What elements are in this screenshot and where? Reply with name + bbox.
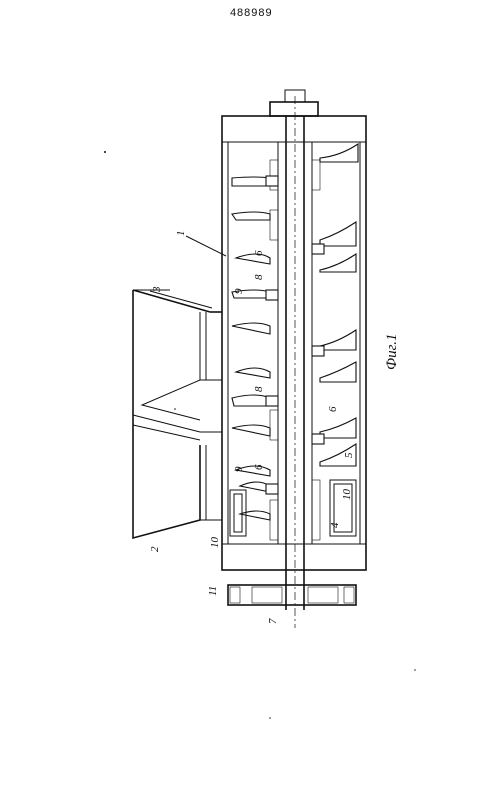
label-6c: 6	[253, 464, 265, 470]
top-shaft-stub	[269, 89, 319, 117]
housing-body	[221, 115, 367, 571]
scan-specks	[104, 151, 416, 719]
document-number: 488989	[229, 8, 273, 20]
label-1: 1	[175, 231, 187, 237]
label-6a: 6	[253, 250, 265, 256]
label-5: 5	[343, 452, 355, 458]
label-6b: 6	[327, 406, 339, 412]
label-11: 11	[207, 586, 219, 596]
end-scraper-plates	[229, 479, 357, 537]
label-9b: 9	[233, 466, 245, 472]
label-9a: 9	[233, 288, 245, 294]
main-shaft	[277, 96, 313, 628]
figure-caption: Фиг.1	[384, 334, 400, 370]
loading-hopper	[132, 289, 222, 540]
label-8a: 8	[253, 274, 265, 280]
label-3: 3	[151, 286, 163, 293]
shaft-sleeves	[269, 159, 321, 541]
paddle-blades-right	[319, 142, 359, 467]
leader-line-1	[185, 235, 227, 257]
label-10a: 10	[209, 537, 221, 549]
label-8b: 8	[253, 386, 265, 392]
label-7: 7	[267, 618, 279, 624]
label-2: 2	[149, 546, 161, 552]
label-10b: 10	[341, 489, 353, 501]
label-4: 4	[329, 522, 341, 528]
bottom-flange	[227, 570, 357, 606]
hub-collars	[265, 175, 325, 495]
part-labels: 1 2 3 4 5 6 6 6 7 8 8 9 9 10 10 11	[149, 231, 355, 625]
